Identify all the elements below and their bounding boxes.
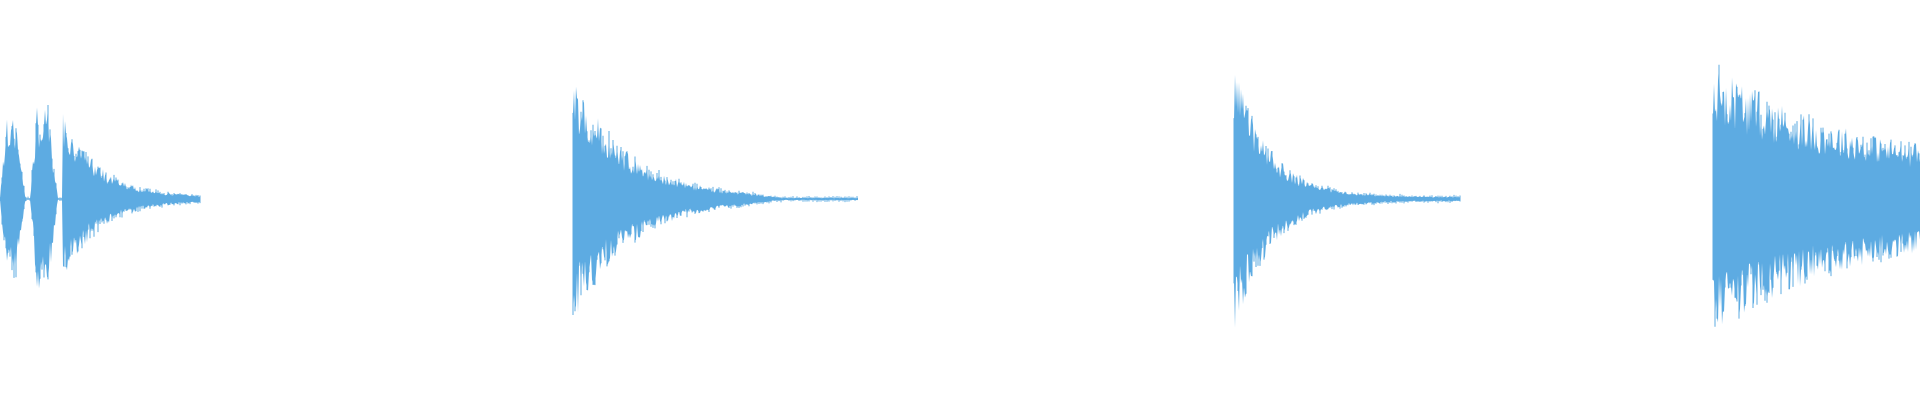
waveform-clip-2[interactable]	[572, 86, 858, 315]
waveform-envelope	[1234, 74, 1460, 328]
waveform-clip-1[interactable]	[0, 105, 201, 289]
waveform-clip-4[interactable]	[1712, 64, 1920, 327]
waveform-clip-3[interactable]	[1233, 74, 1461, 328]
